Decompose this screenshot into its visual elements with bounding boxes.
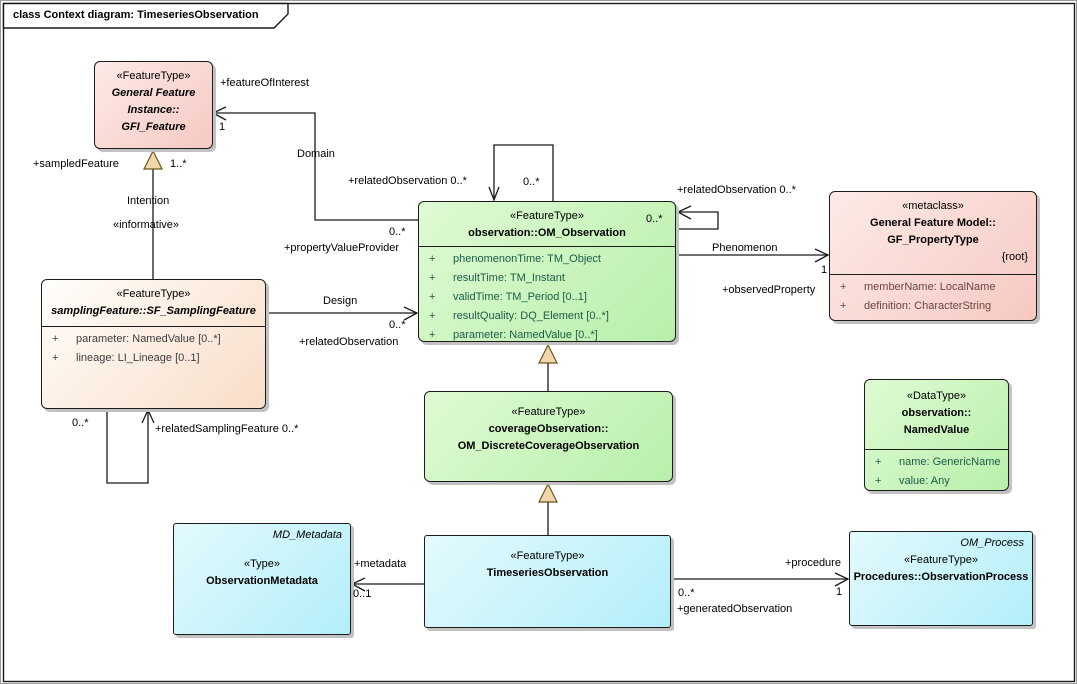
attribute-row: +name: GenericName: [875, 456, 1001, 468]
class-name: NamedValue: [903, 424, 970, 436]
class-name: GF_PropertyType: [887, 234, 979, 246]
open-arrow-icon: [403, 306, 419, 321]
class-name: observation::: [901, 407, 972, 419]
class-observation-process[interactable]: OM_Process «FeatureType» Procedures::Obs…: [849, 531, 1033, 626]
label-related-observation: +relatedObservation: [299, 336, 399, 348]
attribute-row: +resultQuality: DQ_Element [0..*]: [429, 310, 609, 322]
class-name: GFI_Feature: [121, 121, 186, 133]
open-arrow-icon: [141, 408, 155, 424]
edge-related-sampling-feature: [106, 408, 149, 484]
class-name: TimeseriesObservation: [486, 567, 609, 579]
class-observation-metadata[interactable]: MD_Metadata «Type» ObservationMetadata: [173, 523, 351, 635]
stereotype: «FeatureType»: [116, 70, 191, 82]
class-name: General Feature: [111, 87, 196, 99]
label-sampled-feature: +sampledFeature: [33, 158, 119, 170]
class-gf-property-type[interactable]: «metaclass» General Feature Model:: GF_P…: [829, 191, 1037, 321]
label-loop-right-mult: 0..*: [646, 213, 663, 225]
stereotype: «FeatureType»: [510, 210, 584, 222]
class-name: Procedures::ObservationProcess: [853, 571, 1029, 583]
class-name: observation::OM_Observation: [468, 227, 626, 239]
label-intention: Intention: [127, 195, 170, 207]
label-feature-of-interest: +featureOfInterest: [220, 77, 309, 89]
class-gfi-feature[interactable]: «FeatureType» General Feature Instance::…: [94, 61, 213, 149]
attribute-row: +definition: CharacterString: [840, 300, 992, 312]
open-arrow-icon: [834, 572, 850, 587]
stereotype: «Type»: [243, 558, 281, 570]
open-arrow-icon: [676, 205, 692, 220]
generalization-triangle-icon: [538, 482, 558, 503]
class-name: ObservationMetadata: [206, 575, 318, 587]
label-sampled-feature-mult: 1..*: [170, 158, 187, 170]
label-pvp-mult: 0..*: [389, 226, 406, 238]
attribute-row: +parameter: NamedValue [0..*]: [52, 333, 221, 345]
label-rsf-mult: 0..*: [72, 417, 89, 429]
label-metadata-mult: 0..1: [353, 588, 372, 600]
class-name: coverageObservation::: [488, 423, 609, 435]
diagram-title-tab: [2, 2, 289, 29]
attribute-row: +validTime: TM_Period [0..1]: [429, 291, 587, 303]
stereotype: «FeatureType»: [116, 288, 191, 300]
attribute-row: +phenomenonTime: TM_Object: [429, 253, 601, 265]
root-tag: {root}: [1001, 251, 1028, 263]
label-generated-observation: +generatedObservation: [677, 603, 793, 615]
attribute-row: +parameter: NamedValue [0..*]: [429, 329, 598, 341]
stereotype: «FeatureType»: [904, 554, 978, 566]
label-property-value-provider: +propertyValueProvider: [284, 242, 400, 254]
label-domain: Domain: [297, 148, 335, 160]
label-observed-property: +observedProperty: [722, 284, 816, 296]
class-name: samplingFeature::SF_SamplingFeature: [51, 305, 256, 317]
label-phenomenon-mult: 1: [821, 264, 828, 276]
class-timeseries-observation[interactable]: «FeatureType» TimeseriesObservation: [424, 535, 671, 628]
class-named-value[interactable]: «DataType» observation:: NamedValue +nam…: [864, 379, 1009, 491]
open-arrow-icon: [814, 248, 830, 263]
label-related-sampling-feature: +relatedSamplingFeature 0..*: [155, 423, 299, 435]
diagram-title: class Context diagram: TimeseriesObserva…: [13, 9, 259, 21]
label-related-observation-right: +relatedObservation 0..*: [677, 184, 796, 196]
generalization-triangle-icon: [538, 343, 558, 364]
label-loop-top-mult: 0..*: [523, 176, 540, 188]
stereotype: «FeatureType»: [510, 550, 585, 562]
label-design-mult: 0..*: [389, 319, 406, 331]
stereotype: «metaclass»: [902, 200, 964, 212]
open-arrow-icon: [211, 106, 227, 121]
generalization-triangle-icon: [143, 149, 163, 170]
label-metadata: +metadata: [354, 558, 407, 570]
class-name: Instance::: [127, 104, 180, 116]
class-name: OM_DiscreteCoverageObservation: [457, 440, 640, 452]
attribute-row: +value: Any: [875, 475, 950, 487]
edge-related-observation-top: [493, 144, 554, 201]
stereotype: «DataType»: [906, 390, 967, 402]
open-arrow-icon: [350, 577, 366, 592]
class-name: General Feature Model::: [870, 217, 996, 229]
edge-domain: [213, 112, 418, 221]
label-phenomenon: Phenomenon: [712, 242, 778, 254]
label-procedure-mult: 1: [836, 586, 843, 598]
class-sf-sampling-feature[interactable]: «FeatureType» samplingFeature::SF_Sampli…: [41, 279, 266, 409]
class-om-discrete-coverage-observation[interactable]: «FeatureType» coverageObservation:: OM_D…: [424, 391, 673, 482]
class-om-observation[interactable]: «FeatureType» observation::OM_Observatio…: [418, 201, 676, 342]
stereotype: «FeatureType»: [511, 406, 586, 418]
annotation: MD_Metadata: [272, 529, 342, 541]
edge-related-observation-right: [676, 211, 719, 230]
label-informative: «informative»: [113, 219, 180, 231]
label-procedure: +procedure: [785, 557, 841, 569]
open-arrow-icon: [488, 186, 500, 202]
label-design: Design: [323, 295, 358, 307]
attribute-row: +resultTime: TM_Instant: [429, 272, 565, 284]
label-related-observation-top: +relatedObservation 0..*: [348, 175, 467, 187]
attribute-row: +lineage: LI_Lineage [0..1]: [52, 352, 200, 364]
annotation: OM_Process: [960, 537, 1024, 549]
attribute-row: +memberName: LocalName: [840, 281, 996, 293]
label-feature-of-interest-mult: 1: [219, 121, 226, 133]
label-generated-observation-mult: 0..*: [678, 587, 695, 599]
